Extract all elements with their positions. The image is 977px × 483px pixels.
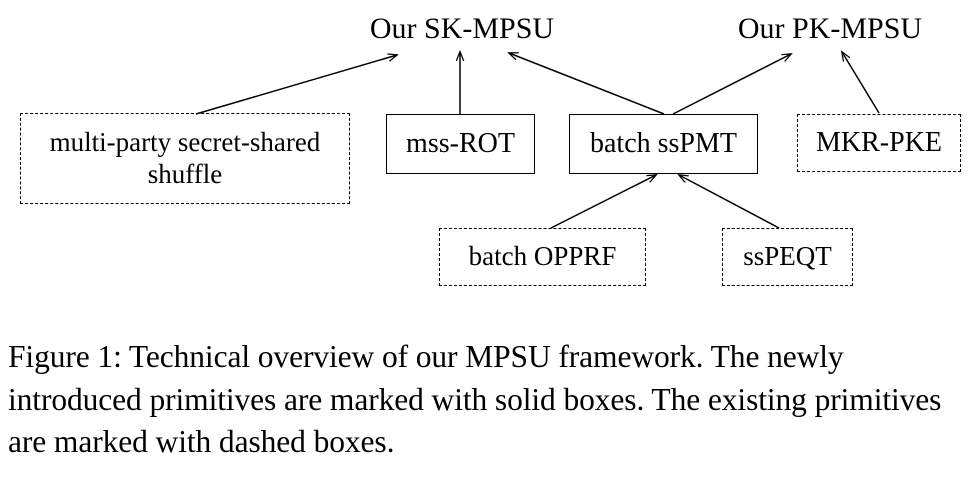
arrow-sspmt-to-pk-mpsu [672, 54, 791, 115]
label-text: Our PK-MPSU [737, 12, 923, 46]
arrow-opprf-to-sspmt [550, 175, 656, 229]
node-batch-opprf[interactable]: batch OPPRF [439, 228, 646, 286]
node-label: MKR-PKE [815, 127, 942, 159]
node-label: ssPEQT [743, 241, 832, 272]
node-label: multi-party secret-shared shuffle [49, 126, 321, 189]
mpsu-framework-diagram: Our SK-MPSU Our PK-MPSU multi-party secr… [20, 8, 961, 286]
label-text: Our SK-MPSU [369, 12, 555, 46]
figure-caption: Figure 1: Technical overview of our MPSU… [8, 339, 942, 460]
node-batch-sspmt[interactable]: batch ssPMT [569, 114, 758, 174]
node-multi-party-secret-shared-shuffle[interactable]: multi-party secret-shared shuffle [20, 113, 350, 204]
node-label: mss-ROT [406, 128, 515, 160]
node-mkr-pke[interactable]: MKR-PKE [797, 114, 961, 172]
label-our-sk-mpsu: Our SK-MPSU [362, 8, 562, 50]
label-our-pk-mpsu: Our PK-MPSU [730, 8, 930, 50]
node-mss-rot[interactable]: mss-ROT [386, 114, 535, 174]
arrow-shuffle-to-sk-mpsu [195, 55, 397, 115]
node-sspeqt[interactable]: ssPEQT [722, 228, 853, 286]
arrow-mkrpke-to-pk-mpsu [842, 52, 880, 114]
node-label: batch ssPMT [590, 128, 737, 160]
arrow-sspeqt-to-sspmt [679, 175, 780, 229]
node-label: batch OPPRF [468, 241, 617, 272]
arrow-sspmt-to-sk-mpsu [509, 53, 665, 115]
